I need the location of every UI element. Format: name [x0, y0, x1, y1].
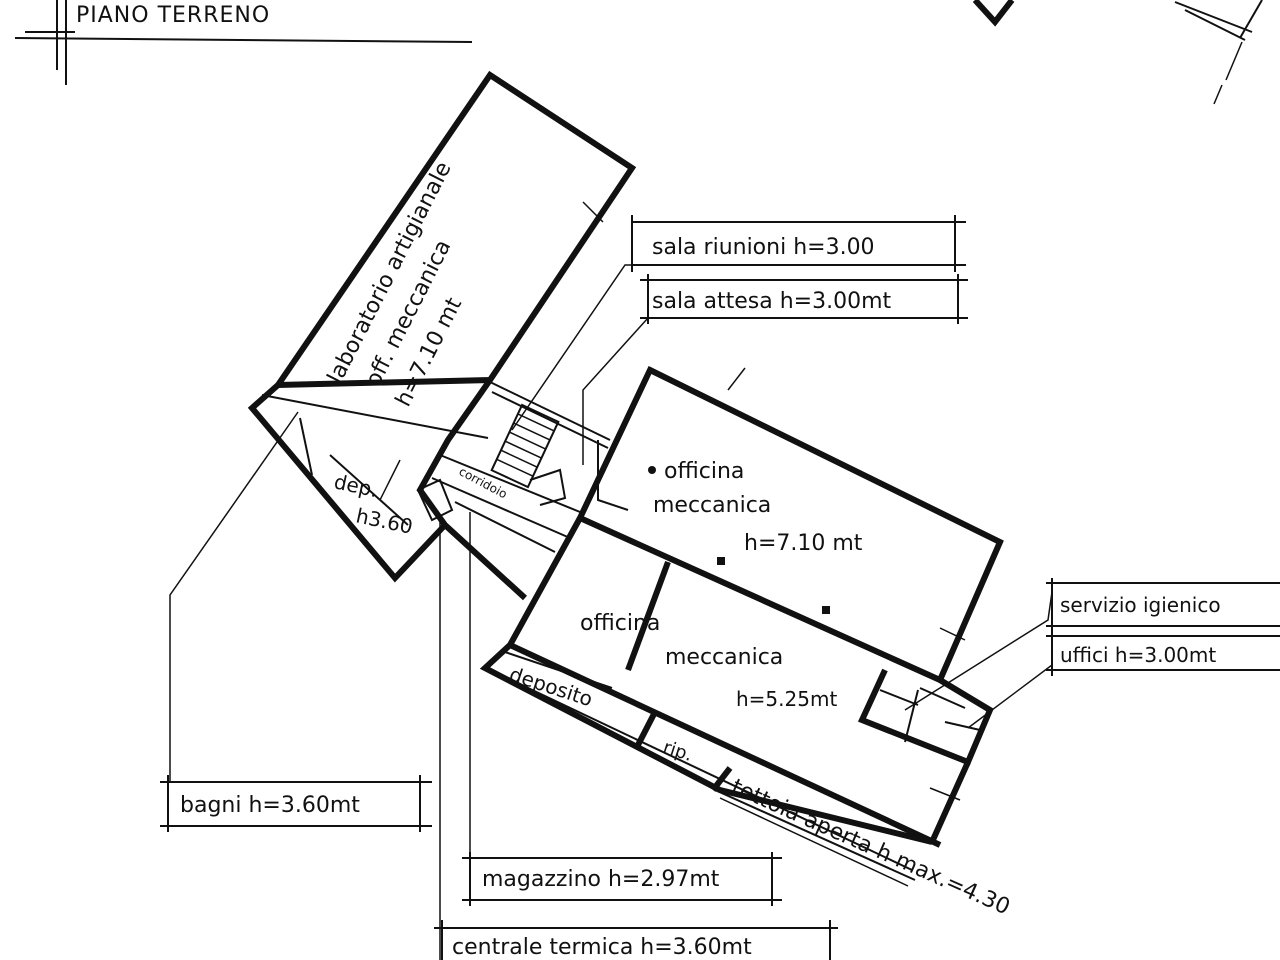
- callout-bagni: bagni h=3.60mt: [160, 775, 432, 832]
- callout-bagni-text: bagni h=3.60mt: [180, 793, 360, 818]
- label-officina-media-sub: meccanica: [665, 645, 783, 670]
- building-walls: [247, 70, 1004, 887]
- label-tettoia: tettoia aperta h max.=4.30: [728, 775, 1014, 921]
- leader-lines: [169, 228, 1053, 960]
- callout-sala-attesa: sala attesa h=3.00mt: [640, 274, 968, 324]
- room-labels: laboratorio artigianale off. meccanica h…: [323, 158, 1013, 920]
- dimension-ticks: [379, 201, 966, 801]
- label-officina-media-height: h=5.25mt: [736, 687, 837, 711]
- label-officina-grande-height: h=7.10 mt: [744, 531, 863, 556]
- callout-magazzino: magazzino h=2.97mt: [462, 852, 782, 906]
- label-dep: dep.: [332, 469, 380, 502]
- title-block: PIANO TERRENO: [14, 0, 473, 85]
- label-officina-grande-sub: meccanica: [653, 493, 771, 518]
- callout-uffici-text: uffici h=3.00mt: [1060, 643, 1216, 667]
- callout-servizio-igienico: servizio igienico: [1046, 578, 1280, 632]
- plan-title: PIANO TERRENO: [76, 3, 270, 28]
- callout-uffici: uffici h=3.00mt: [1046, 632, 1280, 676]
- callout-centrale-termica: centrale termica h=3.60mt: [434, 920, 838, 960]
- callout-sala-riunioni-text: sala riunioni h=3.00: [652, 235, 875, 260]
- label-corridoio: corridoio: [457, 464, 510, 501]
- callout-magazzino-text: magazzino h=2.97mt: [482, 867, 720, 892]
- callout-sala-riunioni: sala riunioni h=3.00: [631, 215, 966, 272]
- callout-sala-attesa-text: sala attesa h=3.00mt: [652, 289, 892, 314]
- label-officina-media: officina: [580, 611, 660, 636]
- callout-servizio-igienico-text: servizio igienico: [1060, 593, 1221, 617]
- column-markers: [648, 466, 830, 614]
- label-dep-height: h3.60: [354, 503, 415, 538]
- adjacent-building-fragment: [972, 0, 1263, 105]
- stair-treads: [496, 413, 555, 477]
- callout-centrale-termica-text: centrale termica h=3.60mt: [452, 935, 752, 960]
- label-officina-grande: officina: [664, 459, 744, 484]
